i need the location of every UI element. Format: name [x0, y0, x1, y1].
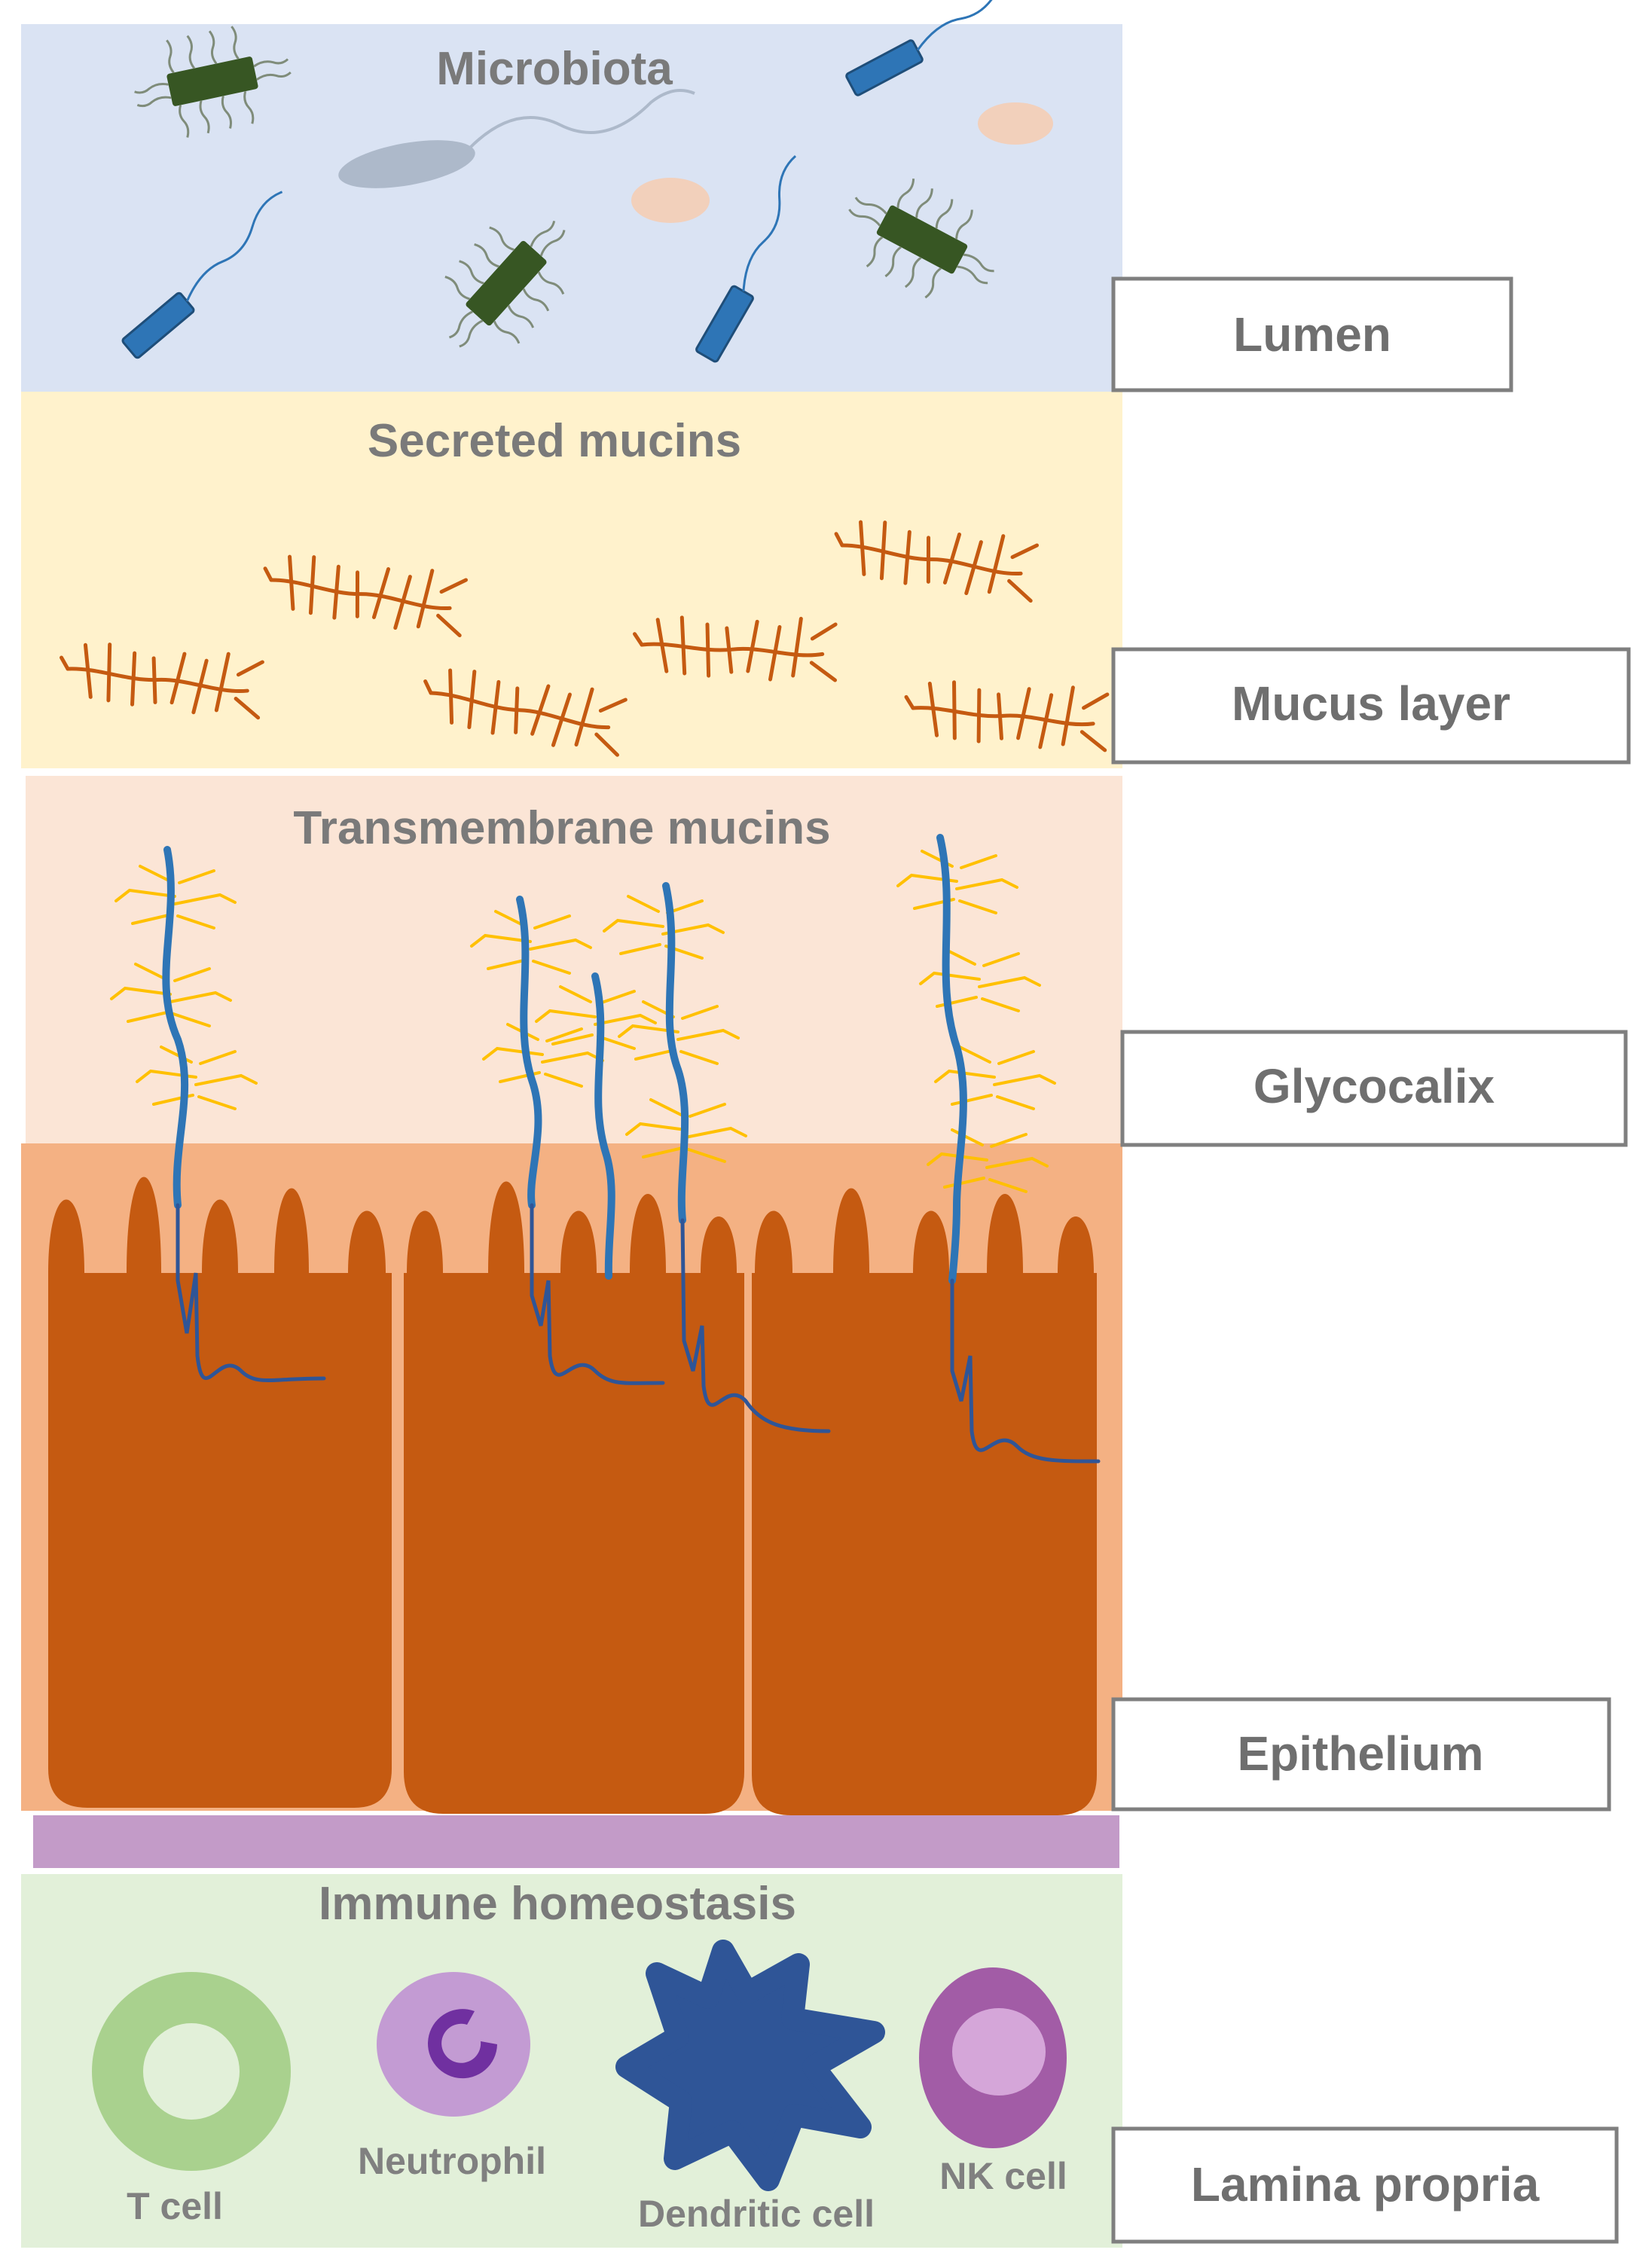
layer-label-lumen: Lumen — [1111, 276, 1513, 392]
svg-text:Lumen: Lumen — [1233, 307, 1391, 362]
spirochete-tail — [469, 89, 695, 149]
immune-homeostasis-title: Immune homeostasis — [319, 1878, 796, 1930]
neutrophil-icon — [377, 1972, 530, 2117]
layer-label-lamina-propria: Lamina propria — [1111, 2126, 1619, 2244]
mucin-tail — [680, 1218, 831, 1433]
nk-cell-icon — [919, 1967, 1067, 2148]
nk-cell-label: NK cell — [939, 2155, 1067, 2197]
secreted-mucins-title: Secreted mucins — [368, 415, 741, 467]
mucin-core — [516, 896, 542, 1209]
svg-text:Glycocalix: Glycocalix — [1254, 1059, 1495, 1113]
layer-label-glycocalix: Glycocalix — [1120, 1030, 1628, 1147]
mucin-core — [936, 834, 967, 1284]
svg-text:Mucus layer: Mucus layer — [1232, 676, 1510, 731]
transmembrane-mucins-title: Transmembrane mucins — [293, 802, 830, 854]
svg-text:Lamina propria: Lamina propria — [1191, 2157, 1540, 2212]
mucin-core — [162, 846, 189, 1209]
dendritic-cell-icon — [615, 1940, 885, 2191]
microbiota-bacteria — [111, 0, 1053, 376]
epithelial-cell — [752, 1188, 1097, 1815]
mucin-tail — [176, 1203, 326, 1382]
mucin-core — [591, 972, 615, 1280]
basement-membrane — [33, 1815, 1119, 1868]
epithelial-cell — [48, 1177, 392, 1808]
coccus-icon — [978, 102, 1053, 145]
mucin-tail — [530, 1203, 665, 1385]
t-cell-label: T cell — [127, 2185, 223, 2227]
dendritic-cell-label: Dendritic cell — [638, 2193, 875, 2235]
layer-label-epithelium: Epithelium — [1111, 1697, 1611, 1812]
layer-label-mucus-layer: Mucus layer — [1111, 647, 1631, 765]
t-cell-icon — [92, 1972, 291, 2171]
transmembrane-mucins — [162, 834, 1101, 1464]
mucin-tail — [950, 1278, 1101, 1464]
svg-text:Epithelium: Epithelium — [1237, 1726, 1483, 1781]
microbiota-title: Microbiota — [436, 43, 673, 95]
mucus-region — [21, 392, 1122, 768]
epithelial-cell — [404, 1181, 744, 1814]
epithelial-cells — [48, 1177, 1097, 1815]
mucin-core — [662, 882, 689, 1224]
coccus-icon — [631, 178, 710, 223]
neutrophil-label: Neutrophil — [358, 2140, 546, 2182]
spirochete-icon — [338, 140, 475, 188]
